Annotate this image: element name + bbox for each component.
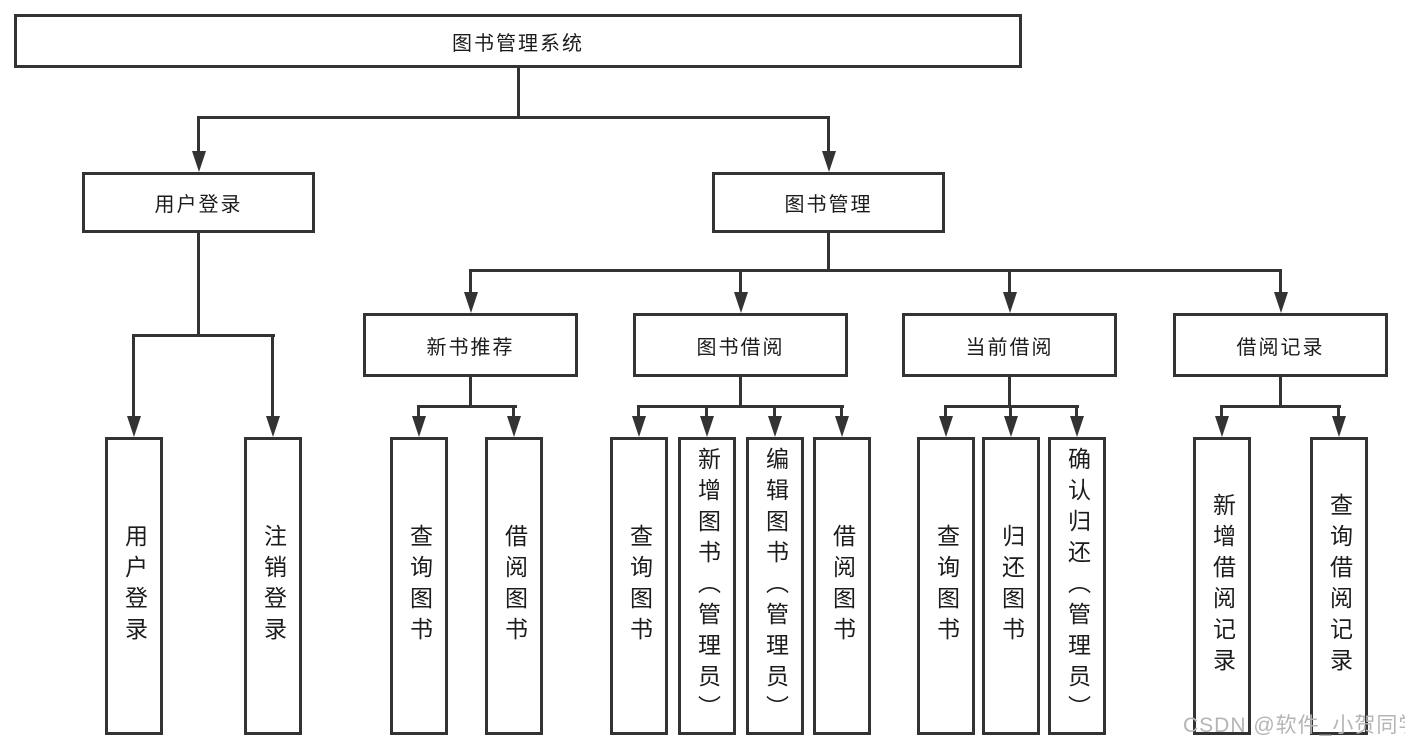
edge-arrow-nb-borrow: [512, 405, 515, 416]
node-book-management: 图书管理: [712, 172, 945, 233]
edge-arrow-cu-confirm: [1075, 405, 1078, 416]
node-book-borrow: 图书借阅: [633, 313, 848, 377]
leaf-borrow-query-books: 查询图书: [610, 437, 668, 735]
node-current-borrow: 当前借阅: [902, 313, 1117, 377]
leaf-newbook-query-books: 查询图书: [390, 437, 448, 735]
edge-arrow-to-borrow-record: [1279, 269, 1282, 292]
edge-book-borrow-bar: [637, 405, 844, 408]
edge-arrow-cu-return: [1009, 405, 1012, 416]
leaf-current-query-books: 查询图书: [917, 437, 975, 735]
leaf-current-confirm-return-admin: 确认归还（管理员）: [1048, 437, 1106, 735]
leaf-record-add-borrow-record: 新增借阅记录: [1193, 437, 1251, 735]
node-library-management-system: 图书管理系统: [14, 14, 1022, 68]
edge-arrow-bw-borrow: [840, 405, 843, 416]
edge-book-borrow-stem: [739, 377, 742, 407]
edge-root-bar: [197, 116, 830, 119]
edge-arrow-to-leaf-logout: [271, 334, 274, 416]
edge-current-borrow-stem: [1008, 377, 1011, 407]
watermark-text: CSDN @软件_小贺同学: [1183, 714, 1405, 737]
edge-root-stem: [517, 68, 520, 118]
edge-arrow-to-current-borrow: [1008, 269, 1011, 292]
leaf-borrow-edit-books-admin: 编辑图书（管理员）: [746, 437, 804, 735]
edge-new-book-bar: [417, 405, 517, 408]
edge-arrow-bw-edit: [773, 405, 776, 416]
edge-arrow-rc-query: [1337, 405, 1340, 416]
node-borrow-record: 借阅记录: [1173, 313, 1388, 377]
edge-borrow-record-bar: [1220, 405, 1341, 408]
edge-arrow-to-leaf-user-login: [132, 334, 135, 416]
node-new-book-recommend: 新书推荐: [363, 313, 578, 377]
edge-book-mgmt-stem: [827, 233, 830, 271]
node-user-login: 用户登录: [82, 172, 315, 233]
edge-book-mgmt-bar: [469, 269, 1282, 272]
leaf-record-query-borrow-record: 查询借阅记录: [1310, 437, 1368, 735]
edge-arrow-to-user-login: [197, 116, 200, 151]
edge-borrow-record-stem: [1279, 377, 1282, 407]
edge-arrow-to-book-borrow: [739, 269, 742, 292]
leaf-logout-login: 注销登录: [244, 437, 302, 735]
edge-new-book-stem: [469, 377, 472, 407]
leaf-borrow-add-books-admin: 新增图书（管理员）: [678, 437, 736, 735]
edge-arrow-nb-query: [417, 405, 420, 416]
edge-user-login-bar: [133, 334, 275, 337]
leaf-user-login: 用户登录: [105, 437, 163, 735]
edge-arrow-bw-query: [637, 405, 640, 416]
edge-arrow-cu-query: [944, 405, 947, 416]
edge-arrow-to-new-book: [469, 269, 472, 292]
leaf-borrow-borrow-books: 借阅图书: [813, 437, 871, 735]
edge-user-login-stem: [197, 233, 200, 336]
edge-arrow-to-book-mgmt: [827, 116, 830, 151]
leaf-current-return-books: 归还图书: [982, 437, 1040, 735]
edge-arrow-bw-add: [705, 405, 708, 416]
edge-arrow-rc-add: [1220, 405, 1223, 416]
leaf-newbook-borrow-books: 借阅图书: [485, 437, 543, 735]
